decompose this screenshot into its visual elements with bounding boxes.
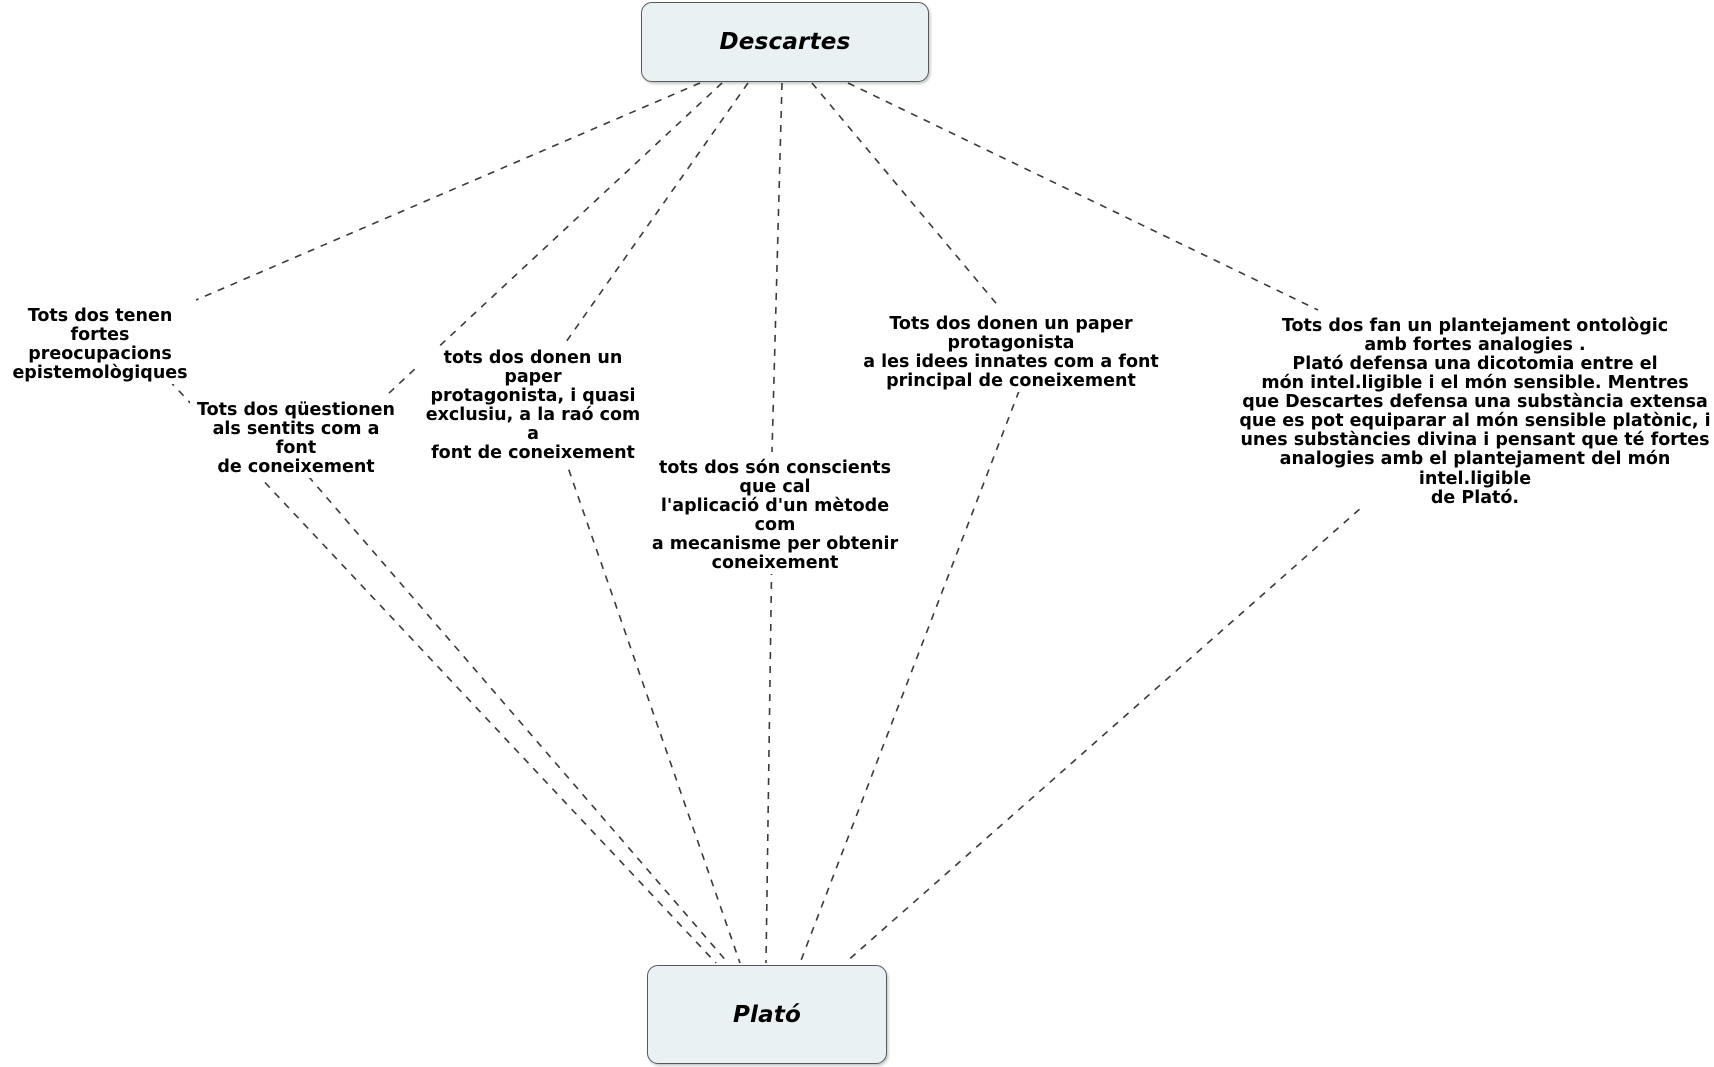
- link-label-innates[interactable]: Tots dos donen un paper protagonista a l…: [832, 314, 1190, 393]
- link-line-metode-lower: [765, 539, 773, 964]
- node-plato-label: Plató: [732, 1001, 802, 1028]
- link-line-innates-upper: [811, 82, 1001, 309]
- link-label-metode[interactable]: tots dos són conscients que cal l'aplica…: [635, 458, 915, 575]
- link-line-metode-upper: [771, 82, 783, 453]
- link-label-epistem[interactable]: Tots dos tenen fortes preocupacions epis…: [0, 306, 204, 385]
- link-line-rao-lower: [554, 429, 741, 964]
- node-descartes-label: Descartes: [719, 29, 851, 55]
- link-line-epistem-upper: [195, 82, 701, 301]
- node-plato[interactable]: Plató: [647, 965, 887, 1064]
- link-label-ontologic[interactable]: Tots dos fan un plantejament ontològic a…: [1236, 316, 1714, 509]
- link-line-ontologic-lower: [844, 499, 1371, 964]
- link-label-sentits[interactable]: Tots dos qüestionen als sentits com a fo…: [190, 400, 402, 479]
- link-line-epistem-lower: [149, 359, 717, 964]
- link-line-innates-lower: [799, 377, 1025, 964]
- link-line-rao-upper: [565, 82, 749, 343]
- link-line-ontologic-upper: [847, 82, 1319, 311]
- link-label-rao[interactable]: tots dos donen un paper protagonista, i …: [418, 348, 648, 465]
- node-descartes[interactable]: Descartes: [641, 2, 929, 82]
- link-line-sentits-upper: [387, 82, 723, 395]
